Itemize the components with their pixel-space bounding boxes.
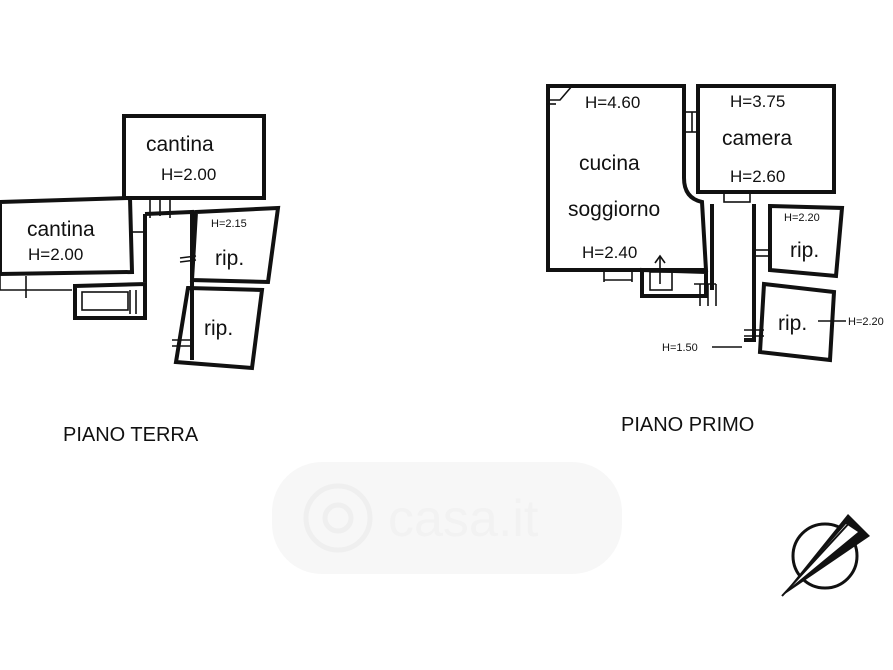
room-height: H=2.60: [730, 167, 785, 186]
cantina-upper-room: [122, 114, 266, 200]
room-name: cantina: [27, 218, 95, 241]
rip-lower-room: [173, 285, 265, 371]
plan-title: PIANO TERRA: [63, 424, 199, 446]
room-height: H=2.40: [582, 243, 637, 262]
rip-upper-room: [189, 205, 281, 285]
north-arrow-icon: [781, 514, 870, 597]
camera-room: [696, 84, 836, 194]
first-floor-plan: H=4.60 cucina soggiorno H=2.40 H=3.75 ca…: [546, 84, 884, 436]
room-height: H=1.50: [662, 342, 698, 354]
room-name: soggiorno: [568, 198, 660, 221]
room-name: camera: [722, 127, 792, 150]
room-height: H=2.20: [784, 212, 820, 224]
ground-floor-plan: cantina H=2.00 cantina H=2.00 H=2.15 rip…: [0, 114, 281, 446]
room-name: rip.: [204, 317, 233, 340]
room-height: H=4.60: [585, 93, 640, 112]
watermark-text: casa.it: [388, 490, 539, 548]
rip-upper-room: [768, 203, 845, 279]
stair-box: [73, 281, 147, 320]
room-name: rip.: [778, 312, 807, 335]
room-height: H=2.20: [848, 316, 884, 328]
cantina-left-room: [0, 195, 135, 277]
room-name: cantina: [146, 133, 214, 156]
room-height: H=2.00: [161, 165, 216, 184]
room-name: rip.: [790, 239, 819, 262]
room-height: H=2.15: [211, 218, 247, 230]
plan-title: PIANO PRIMO: [621, 414, 754, 436]
stair-box: [640, 267, 708, 298]
cucina-soggiorno-room: [546, 84, 709, 272]
room-height: H=3.75: [730, 92, 785, 111]
room-name: rip.: [215, 247, 244, 270]
room-height: H=2.00: [28, 245, 83, 264]
watermark: casa.it: [272, 462, 622, 574]
room-name: cucina: [579, 152, 640, 175]
house-logo-icon: [303, 483, 373, 553]
